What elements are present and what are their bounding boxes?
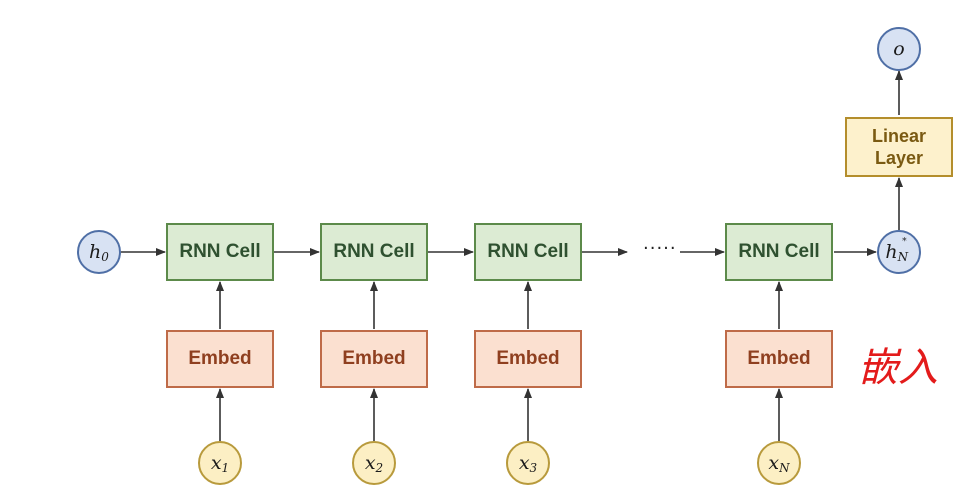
- linear-layer-line2: Layer: [874, 148, 924, 168]
- embed-4: Embed: [725, 330, 833, 388]
- input-var: x: [364, 452, 376, 474]
- embed-label: Embed: [747, 348, 811, 369]
- input-sub: 2: [375, 461, 384, 475]
- input-sub: 3: [529, 461, 538, 475]
- embed-label: Embed: [342, 348, 406, 369]
- rnn-cell-label: RNN Cell: [333, 241, 415, 262]
- rnn-cell-2: RNN Cell: [320, 223, 428, 281]
- ellipsis: ·····: [643, 238, 677, 259]
- input-var: x: [210, 452, 222, 474]
- hN-sub: N: [897, 250, 909, 264]
- embed-label: Embed: [188, 348, 252, 369]
- output-node: o: [877, 27, 921, 71]
- linear-layer-line1: Linear: [871, 126, 927, 146]
- rnn-cell-3: RNN Cell: [474, 223, 582, 281]
- rnn-cell-1: RNN Cell: [166, 223, 274, 281]
- input-sub: 1: [221, 461, 230, 475]
- handwritten-annotation: 嵌入: [858, 345, 938, 391]
- rnn-cell-label: RNN Cell: [179, 241, 261, 262]
- embed-label: Embed: [496, 348, 560, 369]
- embed-1: Embed: [166, 330, 274, 388]
- linear-layer: Linear Layer: [845, 117, 953, 177]
- rnn-cell-label: RNN Cell: [487, 241, 569, 262]
- hN-sup: *: [902, 237, 907, 247]
- input-var: x: [518, 452, 530, 474]
- embed-3: Embed: [474, 330, 582, 388]
- rnn-cell-label: RNN Cell: [738, 241, 820, 262]
- hN-var: h: [885, 241, 898, 263]
- h0-sub: 0: [101, 250, 109, 264]
- embed-2: Embed: [320, 330, 428, 388]
- output-label: o: [893, 38, 905, 60]
- rnn-cell-4: RNN Cell: [725, 223, 833, 281]
- input-var: x: [768, 452, 780, 474]
- input-sub: N: [779, 461, 790, 475]
- h0-var: h: [89, 241, 102, 263]
